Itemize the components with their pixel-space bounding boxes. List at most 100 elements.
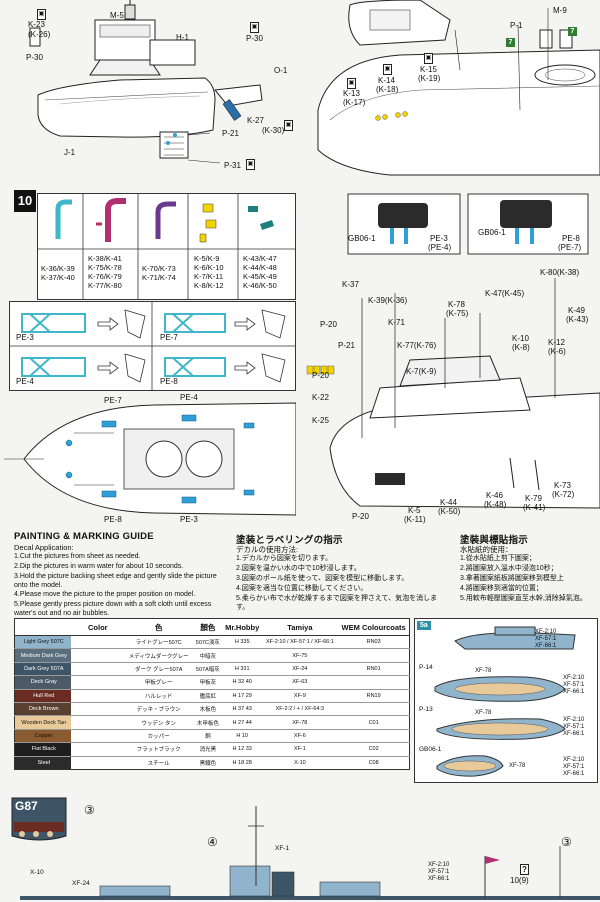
davit-pe7: (PE-7) (558, 243, 582, 252)
cn-title: 塗裝與標貼指示 (460, 535, 528, 546)
paint-cell-hobby: H 10 (236, 732, 248, 739)
paint-table-header: Color 色 顏色 Mr.Hobby Tamiya WEM Colourcoa… (14, 618, 410, 636)
cn-step-2: 2.將圖案放入溫水中浸泡10秒； (460, 565, 558, 572)
mix-line: XF-2:10 (563, 717, 585, 723)
label-k30: (K-30) (262, 126, 285, 135)
bottom-drawing (11, 797, 600, 900)
callout-3-right: ③ (561, 835, 572, 849)
davit-gb06-a: GB06-1 (348, 234, 376, 243)
jp-step-1: 1.デカルから図案を切ります。 (236, 555, 333, 562)
label-k10: K-10 (512, 334, 529, 343)
boat4-mix: XF-2:10 XF-57:1 XF-66:1 (563, 757, 584, 778)
paint-cell-en: Hull Red (33, 692, 55, 699)
help-icon: ? (520, 864, 529, 875)
paint-cell-hobby: H 37 43 (232, 706, 252, 713)
label-k47: K-47(K-45) (485, 289, 525, 298)
paint-cell-wem (338, 729, 409, 742)
decal-icon: ▣ (383, 64, 392, 75)
parts-cell-3: K-70/K-73 K-71/K-74 (142, 264, 176, 282)
paint-cell-hobby: H 331 (234, 665, 250, 672)
boats-step-tag: 5a (417, 621, 431, 630)
paint-cell-en: Deck Brown (28, 706, 59, 713)
boat4-label: GB06-1 (419, 746, 442, 753)
decal-icon: ▣ (250, 22, 259, 33)
label-k13: K-13 (343, 89, 360, 98)
paint-cell-cn: 甲板灰 (199, 680, 217, 687)
paint-cell-jp: 甲板グレー (144, 680, 173, 687)
paint-cell-jp: デッキ・ブラウン (136, 707, 181, 714)
paint-swatch (14, 662, 71, 676)
header-mrhobby: Mr.Hobby (222, 618, 262, 636)
parts-cell-2: K-38/K-41 K-75/K-78 K-76/K-79 K-77/K-80 (88, 254, 122, 290)
paint-cell-wem: RN01 (366, 665, 381, 672)
hull-assembly: GB06-1 PE-3 (PE-4) GB06-1 PE-8 (PE-7) K-… (300, 188, 600, 526)
painting-step-2: 2.Dip the pictures in warm water for abo… (14, 563, 184, 570)
mix-line: XF-2:10 (428, 862, 450, 868)
jp-subtitle: デカルの使用方法: (236, 545, 299, 554)
callout-10: 10(9) (510, 876, 529, 885)
pe4-label: PE-4 (16, 377, 34, 386)
jp-step-4: 4.図案を適当な位置に移動してください。 (236, 585, 368, 592)
callout-10-number: 10 (510, 876, 519, 885)
paint-cell-cn: 507A暗灰 (195, 666, 220, 673)
mix-line: XF-66:1 (563, 771, 585, 777)
paint-cell-jp: カッパー (147, 733, 170, 740)
header-color: Color (71, 618, 125, 636)
callout-3-left: ③ (84, 803, 95, 817)
label-k39: K-39(K-36) (368, 296, 408, 305)
davit-pe8: PE-8 (562, 234, 580, 243)
label-k73: K-73 (554, 481, 571, 490)
label-p21: P-21 (222, 129, 239, 138)
paint-cell-jp: ダーク グレー507A (135, 666, 183, 673)
pe7-label: PE-7 (160, 333, 178, 342)
boat2-mix: XF-2:10 XF-57:1 XF-66:1 (563, 675, 584, 696)
part-label: K-44/K-48 (243, 263, 277, 272)
paint-swatch (14, 635, 71, 649)
paint-cell-tamiya: XF-78 (292, 719, 308, 726)
paint-cell-tamiya: XF-9 (293, 692, 306, 699)
paint-cell-cn: 中暗灰 (199, 653, 217, 660)
boat1-mix: XF-2:10 XF-57:1 XF-66:1 (535, 629, 556, 650)
label-k72: (K-72) (552, 490, 575, 499)
paint-cell-jp: ライトグレー507C (135, 640, 182, 647)
parts-cell-5: K-43/K-47 K-44/K-48 K-45/K-49 K-46/K-50 (243, 254, 277, 290)
jp-step-5: 5.柔らかい布で水が乾燥するまで図案を押さえて、気泡を消します。 (236, 595, 438, 611)
mix-line: XF-57:1 (535, 636, 557, 642)
paint-swatch (14, 729, 71, 743)
decal-icon: ▣ (246, 159, 255, 170)
label-k6: (K-6) (548, 347, 566, 356)
deck-pe8-label: PE-8 (104, 515, 122, 524)
cn-step-5: 5.用軟布輕壓圖案直至水幹,消除掉氣泡。 (460, 595, 587, 602)
label-j1: J-1 (64, 148, 76, 157)
mix-line: XF-66:1 (428, 876, 450, 882)
paint-cell-jp: ウッデン タン (141, 720, 176, 727)
pe-bending-drawing (10, 302, 295, 390)
label-k37: K-37 (342, 280, 359, 289)
part-label: K-76/K-79 (88, 272, 122, 281)
boat2-label: P-14 (419, 664, 433, 671)
paint-swatch (14, 756, 71, 770)
part-label: K-36/K-39 (41, 264, 75, 273)
paint-cell-en: Wooden Deck Tan (21, 719, 67, 726)
label-k19: (K-19) (418, 74, 441, 83)
part-label: K-43/K-47 (243, 254, 277, 263)
painting-step-3: 3.Hold the picture backing sheet edge an… (14, 573, 217, 589)
painting-subtitle: Decal Application: (14, 543, 74, 552)
paint-cell-wem: RN19 (366, 692, 381, 699)
paint-table: Color 色 顏色 Mr.Hobby Tamiya WEM Colourcoa… (14, 618, 410, 770)
cn-step-3: 3.拿著圖案紙板將圖案移到模型上 (460, 575, 564, 582)
mix-line: XF-57:1 (428, 869, 450, 875)
step-tag-7-a: 7 (506, 38, 515, 47)
label-k23: K-23 (28, 20, 45, 29)
paint-cell-cn: 銅 (205, 733, 211, 740)
paint-cell-wem: C08 (368, 759, 379, 766)
label-k11: (K-11) (404, 515, 426, 524)
label-o1: O-1 (274, 66, 288, 75)
decal-icon: ▣ (37, 9, 46, 20)
step-tag-7-b: 7 (568, 27, 577, 36)
